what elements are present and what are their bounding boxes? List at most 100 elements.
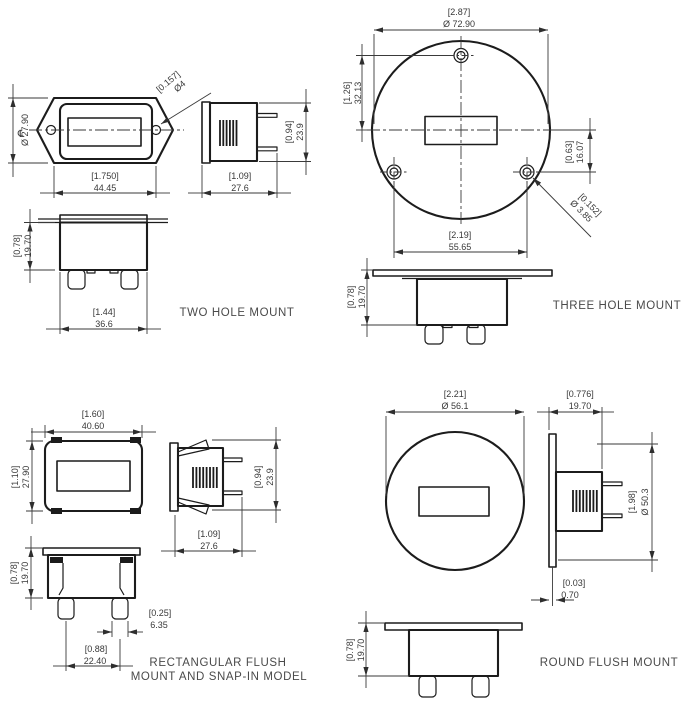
snap-leg [58, 563, 64, 596]
dim-two-hole-width-mm: 44.45 [94, 183, 117, 193]
round-flush-bottom-view: [0.78] 19.70 [345, 611, 523, 698]
rect-flush-front-view [43, 437, 144, 514]
vent-slots [219, 120, 238, 146]
dim-three-hole-spacing-mm: 55.65 [449, 242, 472, 252]
two-hole-side-body [208, 101, 259, 163]
dim-rect-pin-width-in: [0.25] [149, 608, 172, 618]
terminal-pin-top [601, 481, 623, 487]
rect-flush-bottom-body [46, 553, 137, 600]
dim-rect-height-in: [1.10] [10, 466, 20, 489]
three-hole-front-view [367, 36, 555, 224]
pin-right [466, 324, 486, 345]
dim-two-hole-side-height-mm: 23.9 [295, 123, 305, 141]
terminal-pin-top [222, 457, 243, 463]
pin-left [418, 675, 437, 698]
round-flush-front-view [384, 430, 526, 572]
three-hole-side-body [415, 277, 509, 327]
dim-round-flange-thickness-in: [0.03] [563, 578, 586, 588]
dim-two-hole-depth-in: [0.78] [12, 235, 22, 258]
dim-round-flange-thickness-mm: 0.70 [561, 590, 579, 600]
bottom-tab [109, 269, 119, 274]
two-hole-mount-caption: TWO HOLE MOUNT [179, 307, 294, 319]
two-hole-mount-drawing: ℄ Ø 27.90 [0.157] Ø4 [1.750] 4 [8, 69, 311, 334]
terminal-pin-bottom [256, 146, 278, 152]
vent-slots [572, 490, 598, 512]
dim-three-hole-depth-in: [0.78] [346, 286, 356, 309]
dim-two-hole-body-width-in: [1.44] [93, 307, 116, 317]
snap-leg [119, 563, 125, 596]
dim-three-hole-side-offset-in: [0.63] [564, 141, 574, 164]
round-flush-side-view: [0.776] 19.70 [1.98] Ø 50.3 [0.03] 0.70 [531, 389, 658, 606]
dim-round-dia-in: [2.21] [444, 389, 467, 399]
two-hole-height-dimension: Ø 27.90 [8, 84, 48, 177]
dim-three-hole-side-offset-mm: 16.07 [575, 141, 585, 164]
two-hole-bottom-body [58, 221, 149, 272]
pin-left [67, 269, 86, 290]
rect-flush-mount-drawing: [1.60] 40.60 [1.10] 27.90 [0.94] [9, 409, 307, 683]
dim-three-hole-spacing-in: [2.19] [449, 230, 472, 240]
dim-rect-depth-mm: 19.70 [20, 562, 30, 585]
pin-left [57, 597, 75, 620]
snap-tab [130, 437, 141, 443]
dim-two-hole-side-height-in: [0.94] [284, 121, 294, 144]
rect-flush-display-window [56, 460, 131, 492]
terminal-pin-bottom [222, 490, 243, 496]
dim-round-side-depth-mm: 19.70 [569, 401, 592, 411]
bottom-tab [86, 269, 96, 274]
terminal-pin-bottom [601, 513, 623, 519]
dim-rect-width-mm: 40.60 [82, 421, 105, 431]
dim-rect-height-mm: 27.90 [21, 466, 31, 489]
dim-three-hole-offset-mm: 32.13 [353, 82, 363, 105]
rect-flush-side-view: [0.94] 23.9 [1.09] 27.6 [161, 427, 281, 557]
dim-round-depth-mm: 19.70 [356, 639, 366, 662]
dim-rect-pin-spacing-in: [0.88] [85, 644, 108, 654]
dim-round-body-dia-in: [1.98] [627, 491, 637, 514]
rect-flush-side-body [176, 446, 225, 508]
three-hole-display-window [424, 115, 498, 146]
bottom-tab [442, 324, 453, 329]
dim-rect-side-height-mm: 23.9 [265, 468, 275, 486]
two-hole-side-flange [201, 101, 211, 164]
three-hole-hole-leader: [0.152] Ø 3.85 [532, 177, 603, 238]
dim-two-hole-body-width-mm: 36.6 [95, 319, 113, 329]
dim-rect-pin-width-mm: 6.35 [150, 620, 168, 630]
rect-flush-side-flange [169, 442, 179, 512]
dim-rect-width-in: [1.60] [82, 409, 105, 419]
dim-two-hole-width-in: [1.750] [91, 171, 119, 181]
rect-flush-caption-line2: MOUNT AND SNAP-IN MODEL [131, 671, 308, 683]
two-hole-bottom-view: [0.78] 19.70 [1.44] 36.6 [12, 209, 168, 334]
dim-round-body-dia-mm: Ø 50.3 [640, 488, 650, 515]
three-hole-side-offset-dimension: [0.63] 16.07 [536, 118, 596, 184]
dim-rect-side-depth-in: [1.09] [198, 529, 221, 539]
rect-flush-bottom-view: [0.78] 19.70 [0.25] 6.35 [0.88] 22.40 [9, 536, 171, 671]
two-hole-width-dimension: [1.750] 44.45 [40, 166, 170, 198]
pin-right [471, 675, 490, 698]
three-hole-plate-edge [372, 269, 553, 277]
dim-round-dia-mm: Ø 56.1 [441, 401, 468, 411]
vent-slots [192, 467, 218, 488]
round-flush-front-outline [384, 430, 526, 572]
dim-rect-side-height-in: [0.94] [253, 466, 263, 489]
dim-round-depth-in: [0.78] [345, 639, 355, 662]
rect-flush-width-dimension: [1.60] 40.60 [31, 409, 156, 438]
round-flush-mount-drawing: [2.21] Ø 56.1 [0.776] 19.70 [1.98] Ø 50.… [345, 389, 679, 698]
pin-left [424, 324, 444, 345]
rect-flush-height-dimension: [1.10] 27.90 [10, 428, 43, 524]
dim-two-hole-height-mm: Ø 27.90 [20, 114, 30, 146]
two-hole-display-window [67, 117, 142, 147]
two-hole-side-view: [0.94] 23.9 [1.09] 27.6 [188, 89, 311, 198]
round-flush-display-window [418, 486, 490, 517]
pin-right [120, 269, 139, 290]
round-flush-caption: ROUND FLUSH MOUNT [540, 657, 679, 669]
two-hole-bezel [58, 102, 154, 161]
round-flush-side-body [554, 470, 604, 533]
dim-three-hole-offset-in: [1.26] [342, 82, 352, 105]
three-hole-mount-drawing: [2.87] Ø 72.90 [1.26] 32.13 [0.63] 16.07… [342, 7, 681, 345]
pin-right [111, 597, 129, 620]
rect-flush-caption-line1: RECTANGULAR FLUSH [149, 657, 286, 669]
snap-leg-section [50, 557, 63, 563]
three-hole-spacing-dimension: [2.19] 55.65 [393, 181, 528, 258]
centerline-symbol: ℄ [17, 129, 25, 140]
